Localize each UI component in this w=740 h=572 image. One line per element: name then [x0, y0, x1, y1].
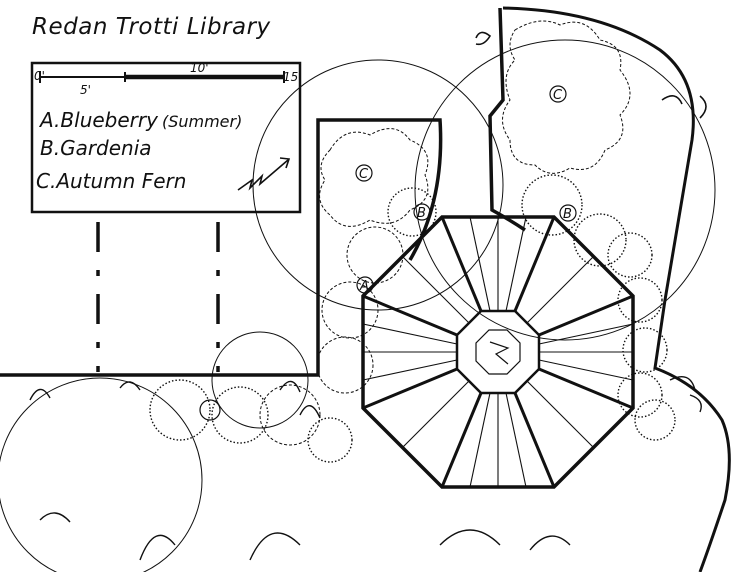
plant-marker-label: A: [359, 279, 369, 294]
autumn-fern-cluster: [319, 20, 631, 227]
scale-label-15: 15: [283, 70, 298, 84]
svg-text:B.Gardenia: B.Gardenia: [40, 136, 152, 160]
svg-text:C.Autumn Fern: C.Autumn Fern: [36, 169, 186, 193]
svg-text:A.Blueberry(Summer): A.Blueberry(Summer): [38, 108, 242, 132]
sign-posts: [96, 222, 220, 372]
plant-marker-c: C: [355, 164, 373, 182]
plant-marker-label: C: [359, 167, 369, 182]
scale-label-5: 5': [80, 83, 91, 97]
legend-item-autumn-fern: C.Autumn Fern: [36, 169, 186, 193]
octagon-gazebo: [361, 215, 635, 489]
lawn-scribbles: [29, 376, 702, 561]
legend-key: B.: [40, 136, 60, 160]
plant-marker-b: B: [559, 204, 577, 222]
scale-label-10: 10': [190, 61, 209, 75]
scale-bar: 0' 5' 10' 15: [34, 61, 298, 97]
plant-marker-c: C: [549, 85, 567, 103]
legend-plant-name: Autumn Fern: [54, 169, 186, 193]
plant-marker-label: B: [563, 207, 572, 222]
plant-marker-label: C: [553, 88, 563, 103]
legend-key: C.: [36, 169, 56, 193]
north-arrow-icon: [237, 157, 291, 191]
plan-title: Redan Trotti Library: [32, 14, 271, 40]
legend-note: (Summer): [162, 112, 242, 131]
scale-label-0: 0': [34, 69, 45, 83]
plant-marker-b: B: [413, 203, 431, 221]
legend-plant-name: Blueberry: [60, 108, 159, 132]
plant-marker-a: A: [356, 276, 374, 294]
legend-box: 0' 5' 10' 15 A.Blueberry(Summer) B.Garde…: [30, 61, 302, 214]
tree-canopies: [0, 39, 716, 572]
legend-plant-name: Gardenia: [60, 136, 151, 160]
plant-marker-label: B: [417, 206, 426, 221]
gardenia-cluster: [149, 174, 676, 463]
blueberry-shrubs: [259, 226, 404, 446]
legend-item-blueberry: A.Blueberry(Summer): [38, 108, 242, 132]
legend-key: A.: [38, 108, 60, 132]
legend-item-gardenia: B.Gardenia: [40, 136, 152, 160]
